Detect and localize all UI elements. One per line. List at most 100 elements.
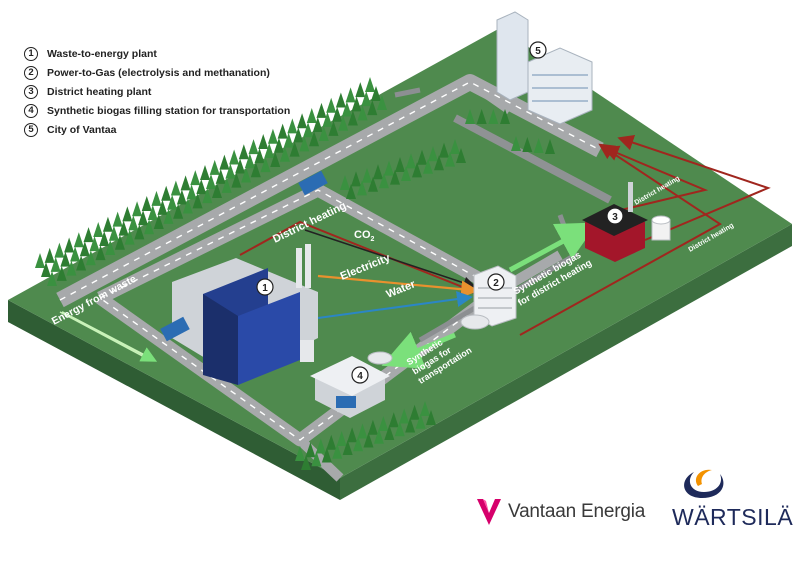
wartsila-text: WÄRTSILÄ	[672, 504, 794, 530]
tree	[138, 210, 149, 226]
tree	[428, 146, 438, 162]
tree	[417, 149, 427, 165]
tree	[388, 412, 399, 428]
tree	[212, 183, 222, 198]
tree	[318, 126, 329, 142]
svg-text:4: 4	[357, 371, 363, 382]
tree	[357, 180, 367, 196]
legend-number: 5	[24, 122, 38, 137]
tree	[328, 120, 339, 136]
svg-text:5: 5	[535, 46, 541, 57]
tree	[114, 234, 125, 250]
tree	[128, 215, 139, 231]
tree	[315, 438, 326, 454]
tree	[303, 122, 314, 138]
tree	[254, 148, 265, 164]
tree	[73, 232, 84, 248]
tree	[170, 180, 181, 196]
ground-side-left	[8, 300, 340, 500]
tree	[289, 141, 300, 157]
tree	[241, 167, 252, 183]
tree	[409, 404, 420, 420]
district-heating-to-city-arrow-3	[599, 145, 709, 216]
tree	[412, 162, 422, 178]
tree	[332, 106, 343, 122]
tree	[394, 421, 405, 437]
tree	[316, 102, 327, 118]
tree	[338, 115, 349, 131]
tree	[341, 101, 352, 117]
tree	[56, 265, 67, 281]
tree	[335, 92, 346, 108]
tree	[163, 208, 174, 224]
tree	[312, 117, 323, 133]
legend-label: District heating plant	[47, 85, 152, 98]
legend-number: 2	[24, 65, 38, 80]
tree	[118, 220, 129, 236]
tree	[342, 440, 353, 455]
svg-text:1: 1	[262, 283, 268, 294]
filling-station	[310, 351, 393, 418]
tree	[406, 153, 416, 169]
tree	[363, 432, 374, 448]
tree	[70, 246, 81, 262]
tree	[64, 237, 75, 253]
marker-4: 4	[351, 366, 369, 384]
tree	[85, 250, 96, 266]
marker-3: 3	[606, 207, 624, 225]
tree	[192, 193, 203, 209]
tree	[379, 173, 389, 189]
waste-to-energy-plant	[172, 244, 318, 385]
tree	[124, 229, 135, 245]
tree	[200, 165, 210, 180]
marker-5: 5	[529, 41, 547, 59]
tree	[134, 224, 145, 240]
tree	[270, 151, 281, 167]
tree	[500, 109, 510, 124]
vantaan-energia-logo: Vantaan Energia	[476, 497, 645, 527]
power-to-gas-plant	[460, 265, 517, 330]
tree	[279, 146, 290, 162]
tree	[326, 97, 337, 113]
tree	[260, 157, 271, 173]
tree	[390, 169, 400, 185]
truck-plant	[160, 316, 190, 342]
tree	[60, 251, 71, 267]
legend-label: Waste-to-energy plant	[47, 47, 157, 60]
tree	[309, 131, 320, 147]
tree	[41, 262, 51, 277]
tree	[351, 96, 362, 112]
tree	[420, 401, 430, 416]
tree	[353, 436, 364, 452]
tree	[112, 211, 123, 227]
tree	[76, 255, 87, 271]
tree	[190, 170, 201, 186]
tree	[399, 408, 410, 424]
tree	[180, 175, 191, 191]
tree	[367, 100, 378, 116]
tree	[122, 206, 133, 222]
tree	[176, 189, 187, 205]
road-edge-light	[59, 311, 151, 361]
tree	[267, 128, 278, 144]
tree	[273, 137, 284, 153]
tree	[299, 136, 310, 152]
legend-label: Power-to-Gas (electrolysis and methanati…	[47, 66, 270, 79]
tree	[346, 184, 356, 199]
svg-text:3: 3	[612, 212, 618, 223]
tree	[238, 144, 249, 160]
tree	[395, 157, 405, 172]
tree	[295, 446, 305, 461]
tree	[355, 82, 366, 98]
tree	[108, 225, 119, 241]
tree	[153, 214, 164, 230]
tree	[415, 413, 426, 429]
tree	[225, 163, 236, 179]
tree	[488, 109, 499, 124]
tree	[215, 168, 226, 184]
tree	[456, 148, 466, 163]
tree	[522, 137, 533, 152]
